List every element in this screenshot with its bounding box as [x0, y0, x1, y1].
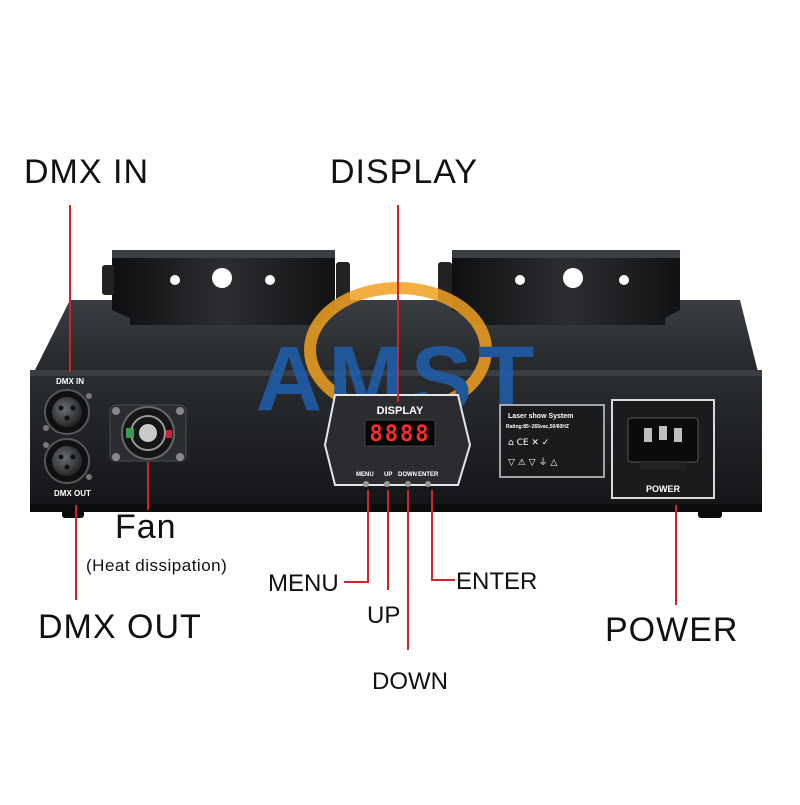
- led-readout: 8888: [370, 422, 431, 447]
- power-label: POWER: [646, 484, 681, 494]
- dmx-in-connector-icon: [43, 389, 92, 435]
- callout-up: UP: [367, 602, 401, 629]
- dmx-in-label: DMX IN: [56, 377, 84, 386]
- display-title: DISPLAY: [377, 405, 424, 417]
- callout-power: POWER: [605, 611, 739, 649]
- menu-button-label: MENU: [356, 472, 374, 478]
- up-button-label: UP: [384, 472, 392, 478]
- callout-down: DOWN: [372, 668, 448, 695]
- spec-rating: Rating:85~265vac,50/60HZ: [506, 424, 569, 430]
- svg-text:⌂ CE ✕ ✓: ⌂ CE ✕ ✓: [508, 438, 549, 448]
- callout-fan: Fan: [115, 508, 177, 546]
- fan-icon: [109, 404, 187, 462]
- callout-fan-note: (Heat dissipation): [86, 556, 228, 575]
- dmx-out-label: DMX OUT: [54, 489, 91, 498]
- spec-title: Laser show System: [508, 413, 573, 420]
- spec-label: Laser show System Rating:85~265vac,50/60…: [499, 404, 605, 478]
- display-panel: DISPLAY 8888 MENU UP DOWN ENTER: [323, 394, 472, 487]
- svg-text:▽ ⚠ ▽ ⏚ △: ▽ ⚠ ▽ ⏚ △: [508, 457, 557, 468]
- callout-dmx-out: DMX OUT: [38, 608, 202, 646]
- down-button-label: DOWN: [398, 472, 417, 478]
- left-mounting-bracket: [102, 250, 350, 325]
- leader-lines: [69, 205, 677, 650]
- enter-button-label: ENTER: [418, 472, 439, 478]
- dmx-out-connector-icon: [43, 438, 92, 484]
- callout-display: DISPLAY: [330, 153, 479, 191]
- callout-dmx-in: DMX IN: [24, 153, 149, 191]
- power-inlet-icon: POWER: [611, 399, 715, 499]
- callout-enter: ENTER: [456, 568, 538, 595]
- callout-menu: MENU: [268, 570, 339, 597]
